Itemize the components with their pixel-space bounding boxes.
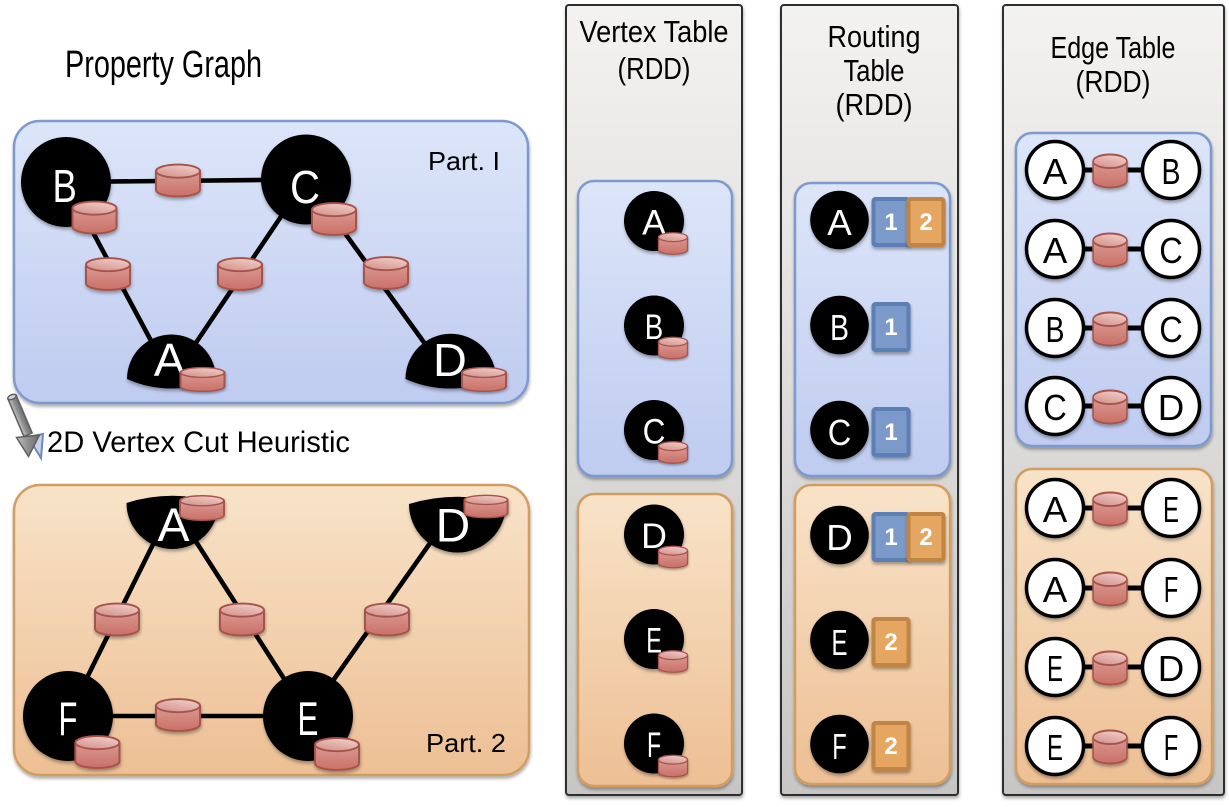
svg-text:E: E (646, 622, 662, 661)
svg-text:B: B (1162, 151, 1181, 192)
svg-text:1: 1 (884, 209, 897, 236)
svg-text:A: A (827, 202, 852, 243)
svg-text:E: E (298, 692, 319, 745)
svg-text:Part. I: Part. I (428, 146, 500, 176)
svg-text:A: A (1043, 569, 1068, 610)
svg-text:Vertex Table: Vertex Table (580, 14, 729, 49)
svg-text:D: D (1158, 387, 1185, 428)
svg-text:B: B (53, 160, 77, 212)
svg-text:1: 1 (884, 419, 897, 446)
svg-text:E: E (1047, 648, 1063, 689)
svg-text:(RDD): (RDD) (618, 51, 691, 86)
svg-text:2: 2 (919, 209, 932, 236)
svg-text:2: 2 (884, 733, 897, 760)
svg-text:Part. 2: Part. 2 (426, 728, 506, 758)
svg-text:A: A (1043, 489, 1068, 530)
svg-text:B: B (830, 307, 849, 348)
svg-text:C: C (1043, 387, 1067, 428)
svg-text:D: D (1158, 648, 1185, 689)
svg-text:2D Vertex Cut Heuristic: 2D Vertex Cut Heuristic (47, 426, 350, 459)
svg-text:F: F (647, 726, 661, 765)
svg-text:C: C (1159, 309, 1183, 350)
svg-text:C: C (828, 412, 852, 453)
svg-text:Routing: Routing (828, 19, 921, 54)
svg-text:(RDD): (RDD) (1076, 64, 1151, 99)
svg-text:B: B (1046, 309, 1065, 350)
svg-text:F: F (1164, 569, 1179, 610)
svg-text:(RDD): (RDD) (836, 87, 913, 122)
svg-text:C: C (1159, 230, 1183, 271)
svg-text:C: C (643, 413, 666, 452)
svg-text:Table: Table (844, 53, 905, 88)
svg-text:D: D (826, 517, 853, 558)
svg-text:E: E (832, 622, 848, 663)
svg-text:F: F (832, 726, 847, 767)
svg-text:B: B (645, 308, 664, 347)
svg-text:A: A (1043, 151, 1068, 192)
svg-text:F: F (59, 692, 78, 745)
svg-text:E: E (1047, 727, 1063, 768)
svg-text:E: E (1163, 489, 1179, 530)
svg-text:1: 1 (884, 524, 897, 551)
svg-text:A: A (1043, 230, 1068, 271)
svg-text:F: F (1164, 727, 1179, 768)
svg-text:2: 2 (919, 524, 932, 551)
svg-text:2: 2 (884, 629, 897, 656)
svg-text:Edge Table: Edge Table (1051, 30, 1176, 65)
svg-text:C: C (290, 161, 320, 213)
svg-text:Property Graph: Property Graph (65, 44, 262, 86)
svg-text:1: 1 (884, 314, 897, 341)
